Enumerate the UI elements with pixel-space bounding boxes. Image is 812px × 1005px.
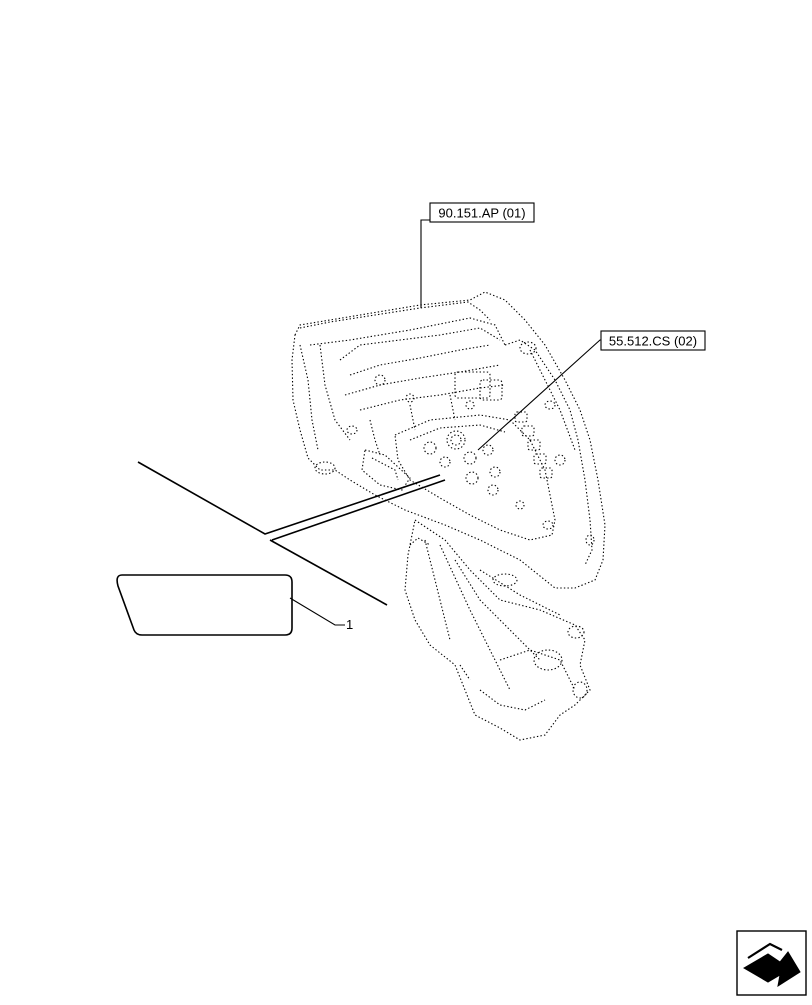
leader-lines xyxy=(137,219,603,626)
armrest-console-assembly xyxy=(291,291,606,741)
mounting-bracket xyxy=(404,519,591,741)
item-1-decal xyxy=(116,574,293,636)
console-housing xyxy=(291,291,606,589)
reference-box-55-512[interactable]: 55.512.CS (02) xyxy=(600,330,706,351)
reference-label: 90.151.AP (01) xyxy=(438,206,525,221)
next-page-arrow-icon[interactable] xyxy=(736,930,807,996)
reference-box-90-151[interactable]: 90.151.AP (01) xyxy=(429,202,535,223)
callout-item-1: 1 xyxy=(346,617,353,632)
callout-number: 1 xyxy=(346,617,353,632)
reference-label: 55.512.CS (02) xyxy=(609,334,697,349)
